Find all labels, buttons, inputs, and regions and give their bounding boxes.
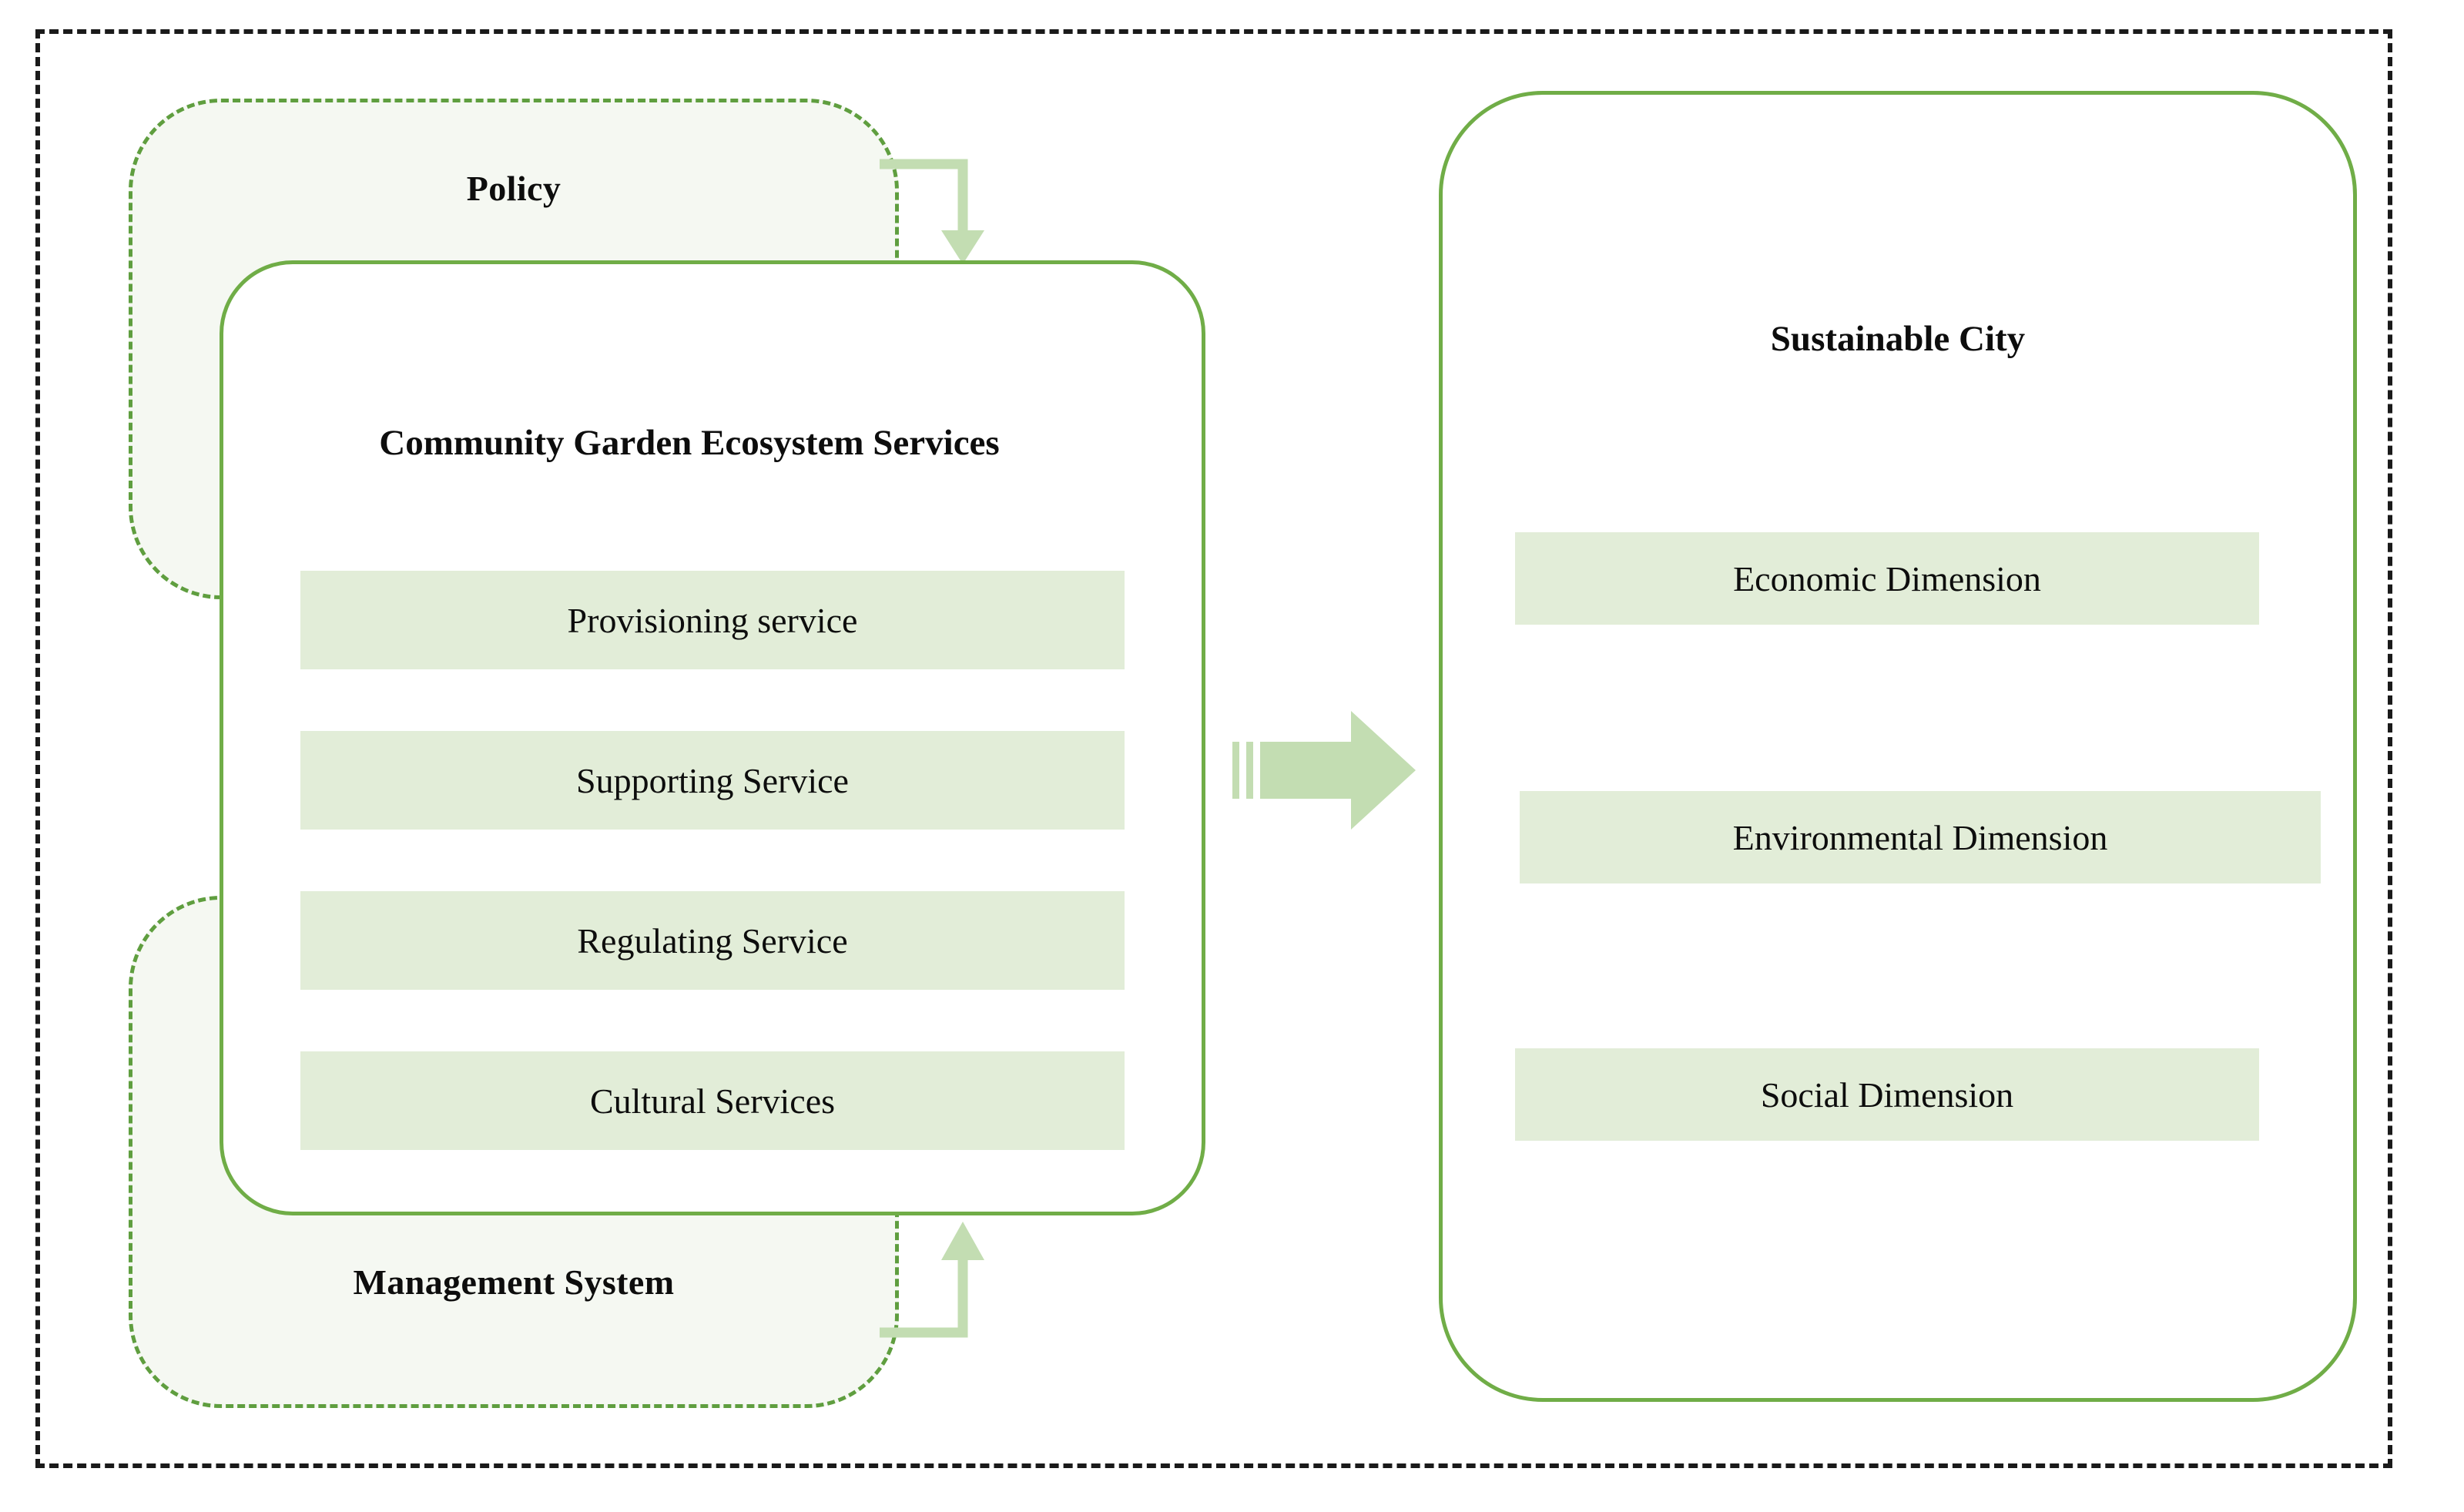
policy-to-services-arrow (880, 159, 984, 264)
outer-dashed-frame (35, 29, 2392, 1468)
service-bar-provisioning[interactable]: Provisioning service (300, 571, 1125, 669)
services-panel-title: Community Garden Ecosystem Services (379, 423, 1000, 463)
arrow-tail-stripe-1 (1232, 742, 1239, 799)
arrow-tail-stripe-2 (1246, 742, 1253, 799)
service-bar-supporting[interactable]: Supporting Service (300, 731, 1125, 830)
dimension-bar-social-label: Social Dimension (1760, 1074, 2014, 1115)
service-bar-cultural-label: Cultural Services (589, 1081, 836, 1121)
community-garden-services-panel: Community Garden Ecosystem Services Prov… (220, 260, 1205, 1215)
dimension-bar-environmental-label: Environmental Dimension (1732, 817, 2108, 857)
dimension-bar-social[interactable]: Social Dimension (1515, 1048, 2259, 1141)
service-bar-regulating-label: Regulating Service (577, 920, 848, 961)
service-bar-supporting-label: Supporting Service (576, 760, 849, 800)
service-bar-cultural[interactable]: Cultural Services (300, 1051, 1125, 1150)
arrow-body-icon (1260, 711, 1416, 830)
service-bar-provisioning-label: Provisioning service (567, 600, 858, 640)
service-bar-regulating[interactable]: Regulating Service (300, 891, 1125, 990)
city-panel-title: Sustainable City (1770, 319, 2026, 359)
management-system-label: Management System (353, 1262, 675, 1302)
dimension-bar-economic[interactable]: Economic Dimension (1515, 532, 2259, 625)
policy-label: Policy (466, 169, 562, 208)
services-to-city-arrow (1232, 705, 1417, 836)
sustainable-city-panel: Sustainable City Economic Dimension Envi… (1439, 91, 2357, 1402)
dimension-bar-environmental[interactable]: Environmental Dimension (1520, 791, 2321, 883)
dimension-bar-economic-label: Economic Dimension (1733, 558, 2041, 598)
management-to-services-arrow (880, 1222, 984, 1338)
